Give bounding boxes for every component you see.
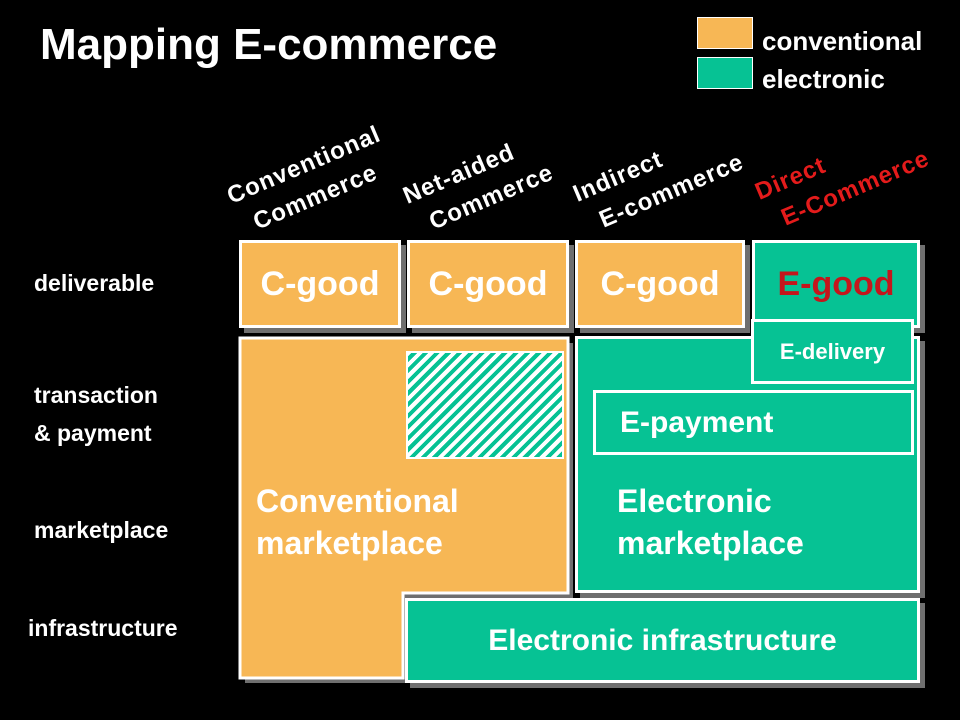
row-label-payment: & payment [34,420,152,446]
conventional-marketplace-line2: marketplace [256,525,443,561]
good-cell-net-aided: C-good [407,240,569,328]
column-header-conventional-commerce: Conventional Commerce [222,118,400,245]
conventional-marketplace-label: Conventional marketplace [256,480,459,564]
page-title: Mapping E-commerce [40,20,498,69]
electronic-marketplace-label: Electronic marketplace [617,480,804,564]
e-payment-box: E-payment [593,390,914,455]
e-payment-label: E-payment [620,405,774,439]
conventional-marketplace-line1: Conventional [256,483,459,519]
good-cell-direct: E-good [752,240,920,328]
row-label-marketplace: marketplace [34,517,169,543]
row-label-transaction: transaction [34,382,158,408]
row-label-infrastructure: infrastructure [28,615,178,641]
legend-swatch-conventional [697,17,753,49]
column-header-indirect-ecommerce: Indirect E-commerce [568,114,749,242]
legend-swatch-electronic [697,57,753,89]
hatched-overlap-area [406,351,564,459]
electronic-infrastructure-box: Electronic infrastructure [405,598,920,683]
column-header-net-aided-commerce: Net-aided Commerce [398,125,559,245]
electronic-marketplace-line2: marketplace [617,525,804,561]
e-delivery-label: E-delivery [779,338,886,364]
legend-label-conventional: conventional [762,26,923,56]
row-label-deliverable: deliverable [34,270,155,296]
good-cell-conventional: C-good [239,240,401,328]
electronic-marketplace-line1: Electronic [617,483,772,519]
good-cell-indirect: C-good [575,240,745,328]
electronic-infrastructure-label: Electronic infrastructure [488,623,837,657]
legend-label-electronic: electronic [762,64,885,94]
column-header-direct-ecommerce: Direct E-Commerce [750,111,935,241]
e-delivery-box: E-delivery [751,319,914,384]
